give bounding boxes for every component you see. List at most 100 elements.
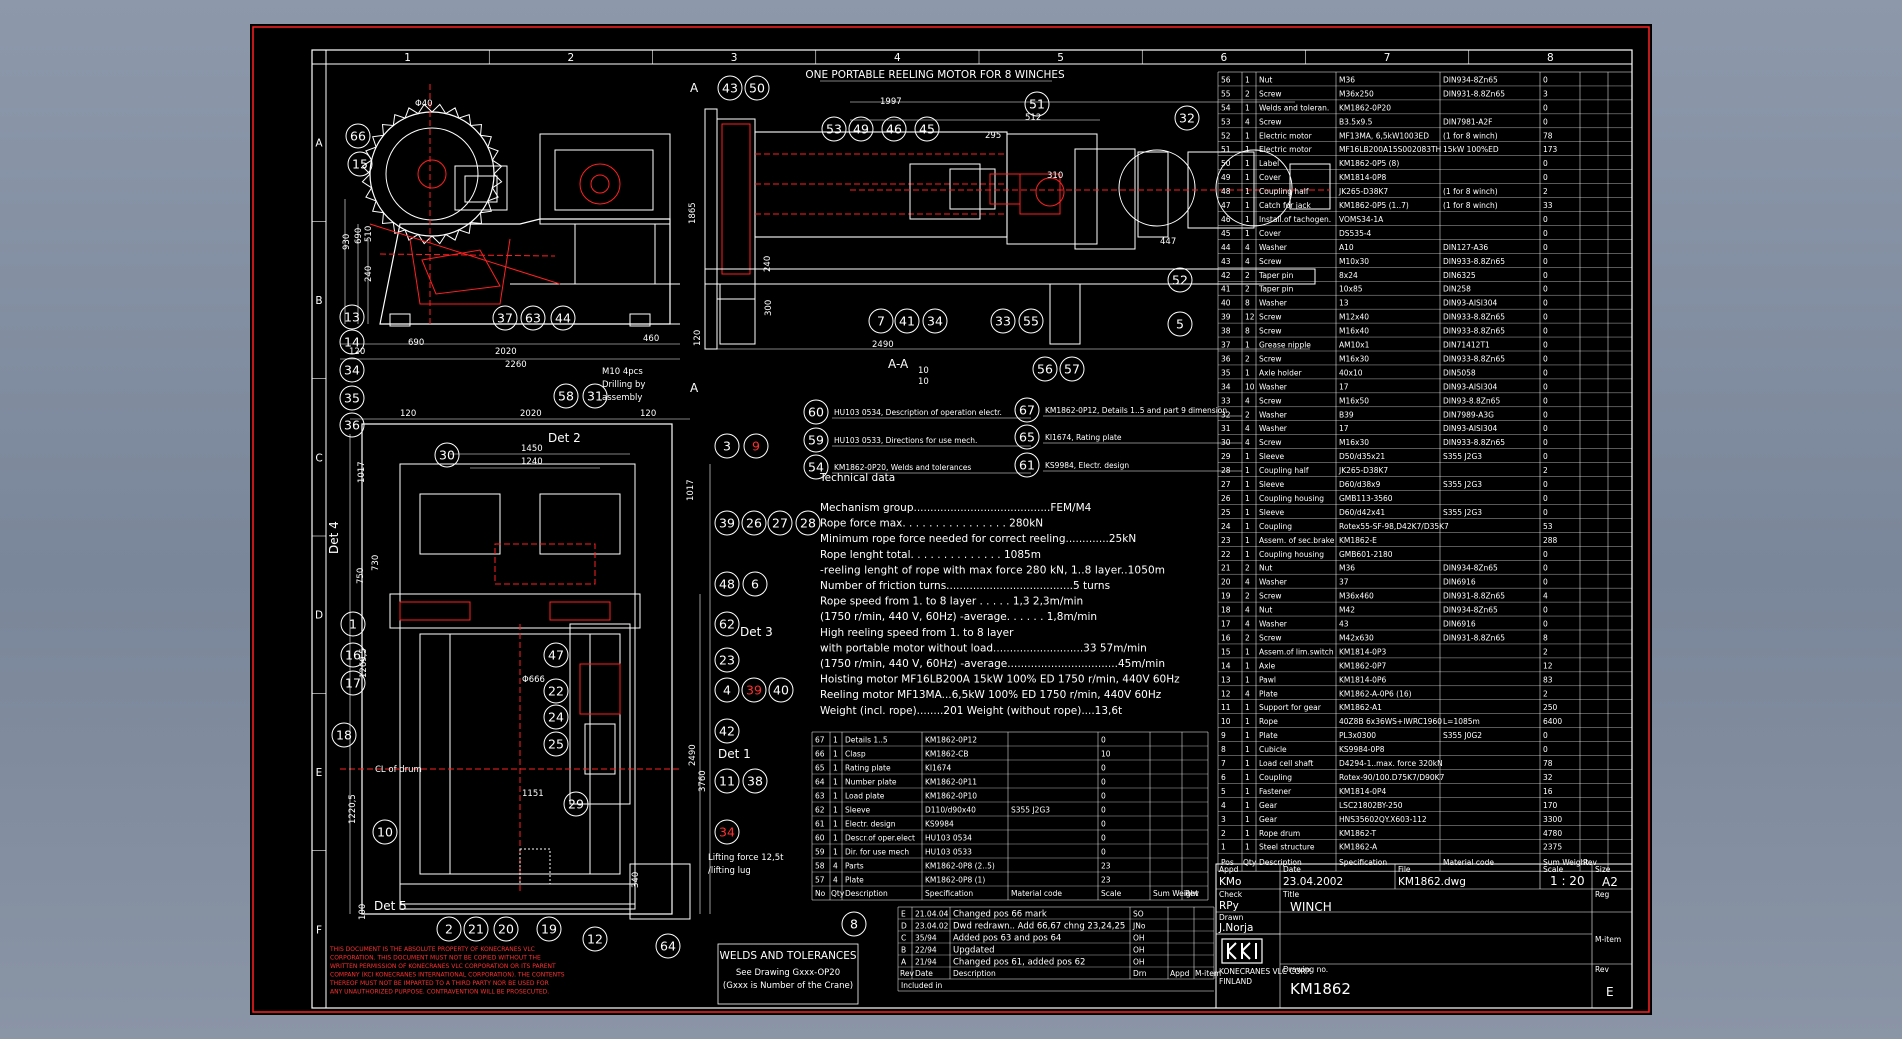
balloon-number: 8 [850,917,858,932]
part-description: Washer [1259,243,1288,252]
drilling-note-line: assembly [602,393,642,403]
scale-value: 1 : 20 [1550,874,1585,888]
part-qty: 1 [1245,745,1250,754]
dimension-label: 240 [763,256,773,272]
part-pos: 47 [1221,201,1231,210]
rev-value: E [1606,985,1614,999]
part-weight: 0 [1543,382,1548,391]
part-qty: 1 [1245,522,1250,531]
lower-part-qty: 1 [833,764,838,773]
dimension-label: 2020 [520,409,542,419]
part-balloon: 37 [492,305,518,331]
lower-part-qty: 1 [833,792,838,801]
lower-part-weight: 0 [1101,848,1106,857]
part-material: S355 J2G3 [1443,508,1482,517]
parts-header-cell: Specification [1339,858,1387,867]
part-qty: 1 [1245,229,1250,238]
revision-letter: A [901,958,907,967]
part-description: Label [1259,159,1279,168]
part-pos: 11 [1221,703,1231,712]
balloon-number: 62 [719,617,735,632]
part-qty: 1 [1245,103,1250,112]
rev-label: Rev [1595,965,1609,974]
balloon-number: 39 [746,683,762,698]
part-specification: 13 [1339,299,1349,308]
part-pos: 24 [1221,522,1231,531]
part-specification: M12x40 [1339,313,1369,322]
part-pos: 32 [1221,410,1231,419]
detail-label: Det 3 [740,625,773,639]
welds-tolerances-box: WELDS AND TOLERANCES See Drawing Gxxx-OP… [717,943,859,1005]
dimension-label: 10 [918,366,929,376]
part-description: Axle holder [1259,368,1302,377]
part-weight: 4780 [1543,829,1562,838]
reference-number: 67 [1019,403,1035,418]
part-qty: 1 [1245,717,1250,726]
part-qty: 4 [1245,243,1250,252]
revision-description: Changed pos 66 mark [953,910,1047,920]
grid-col-label: 4 [894,52,901,64]
balloon-number: 21 [468,922,484,937]
lower-part-specification: KM1862-0P10 [925,792,977,801]
part-qty: 4 [1245,620,1250,629]
part-balloon: 14 [339,329,365,355]
lower-part-qty: 1 [833,806,838,815]
part-specification: KM1814-0P4 [1339,787,1386,796]
dimension-label: 1997 [880,97,902,107]
section-view-a-a [704,101,1331,350]
balloon-number: 18 [336,728,352,743]
drawn-label: Drawn [1219,913,1244,922]
technical-line: High reeling speed from 1. to 8 layer [820,627,1014,639]
part-specification: MF16LB200A15S002083TH [1339,145,1441,154]
part-pos: 51 [1221,145,1231,154]
part-specification: DS535-4 [1339,229,1372,238]
reference-text: KM1862-0P12, Details 1..5 and part 9 dim… [1045,406,1227,415]
dimension-label: 1865 [688,202,698,224]
part-qty: 4 [1245,424,1250,433]
balloon-number: 11 [719,774,735,789]
lower-parts-header-cell: Sum Weight [1153,889,1198,898]
lower-part-specification: HU103 0533 [925,848,972,857]
part-weight: 0 [1543,103,1548,112]
part-weight: 3300 [1543,815,1562,824]
dimension-label: 930 [342,234,352,250]
part-weight: 78 [1543,131,1553,140]
part-qty: 1 [1245,647,1250,656]
lower-part-no: 67 [815,736,825,745]
revision-description: Changed pos 61, added pos 62 [953,958,1085,968]
lower-part-description: Sleeve [845,806,871,815]
part-balloon: 56 [1032,356,1058,382]
lower-part-weight: 0 [1101,806,1106,815]
revision-letter: B [901,946,906,955]
grid-col-label: 5 [1057,52,1064,64]
part-material: DIN931-8.8Zn65 [1443,633,1505,642]
part-pos: 27 [1221,480,1231,489]
lower-part-no: 59 [815,848,825,857]
part-balloon: 16 [340,642,366,668]
part-balloon: 44 [550,305,576,331]
grid-col-label: 8 [1547,52,1554,64]
part-material: DIN258 [1443,285,1471,294]
grid-row-label: F [316,924,322,936]
revision-header-cell: Drn [1133,969,1147,978]
part-description: Support for gear [1259,703,1322,712]
part-description: Screw [1259,257,1282,266]
part-balloon: 41 [894,308,920,334]
section-marker-bottom: A [690,381,699,395]
part-description: Load cell shaft [1259,759,1313,768]
part-description: Cubicle [1259,745,1287,754]
part-balloon: 6 [742,571,768,597]
part-specification: M10x30 [1339,257,1369,266]
section-label: A-A [888,357,909,371]
part-description: Nut [1259,75,1272,84]
balloon-number: 4 [723,683,731,698]
part-description: Screw [1259,117,1282,126]
part-pos: 20 [1221,578,1231,587]
balloon-number: 56 [1037,362,1053,377]
dimension-label: 100 [358,904,368,920]
part-qty: 12 [1245,313,1255,322]
revision-letter: E [901,910,906,919]
